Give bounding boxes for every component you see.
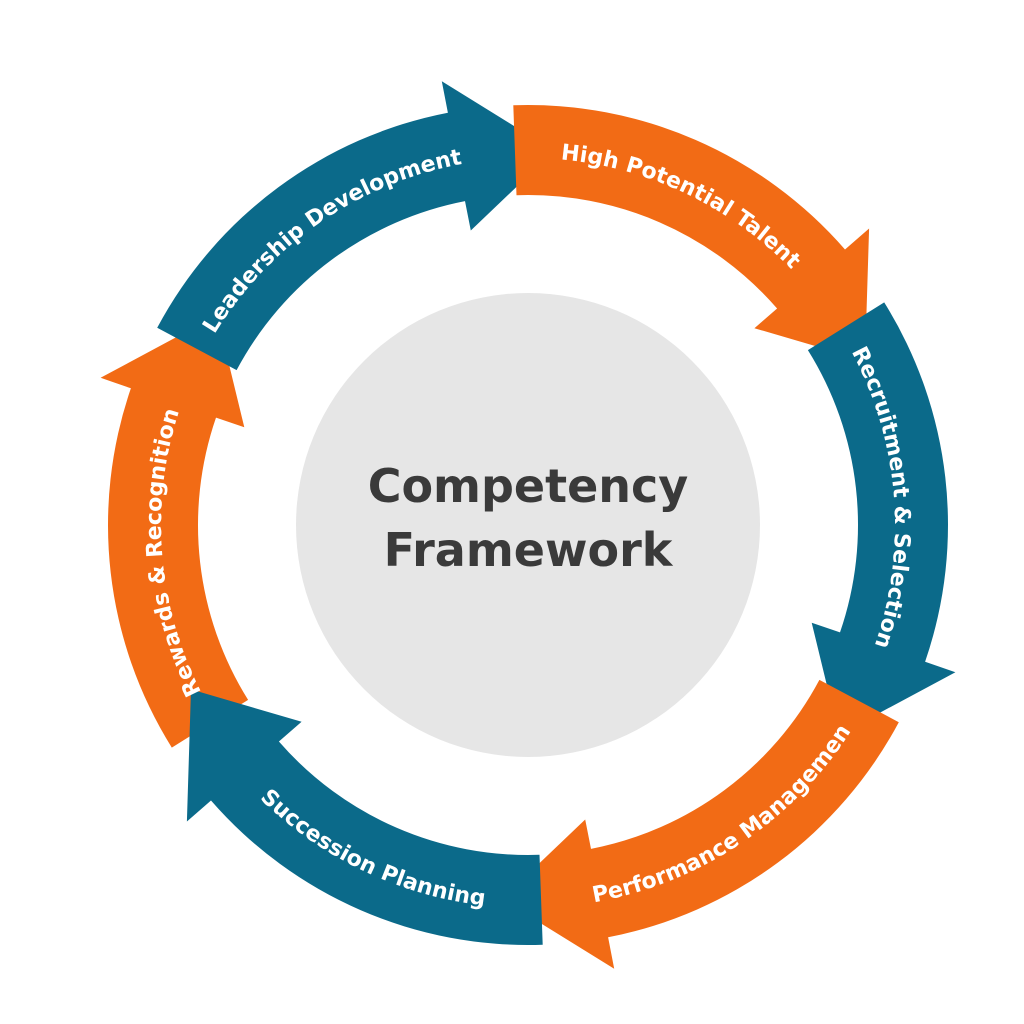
center-title-line1: Competency (368, 459, 689, 513)
arrow-performance-management (501, 679, 899, 969)
center-circle (296, 293, 760, 757)
arrow-rewards-recognition (100, 315, 249, 748)
arrow-high-potential-talent (513, 105, 870, 361)
cycle-arrows (100, 81, 956, 969)
arrow-succession-planning (186, 689, 543, 945)
arrow-recruitment-selection (807, 302, 956, 735)
arrow-leadership-development (157, 81, 555, 371)
center-title-line2: Framework (384, 523, 674, 577)
